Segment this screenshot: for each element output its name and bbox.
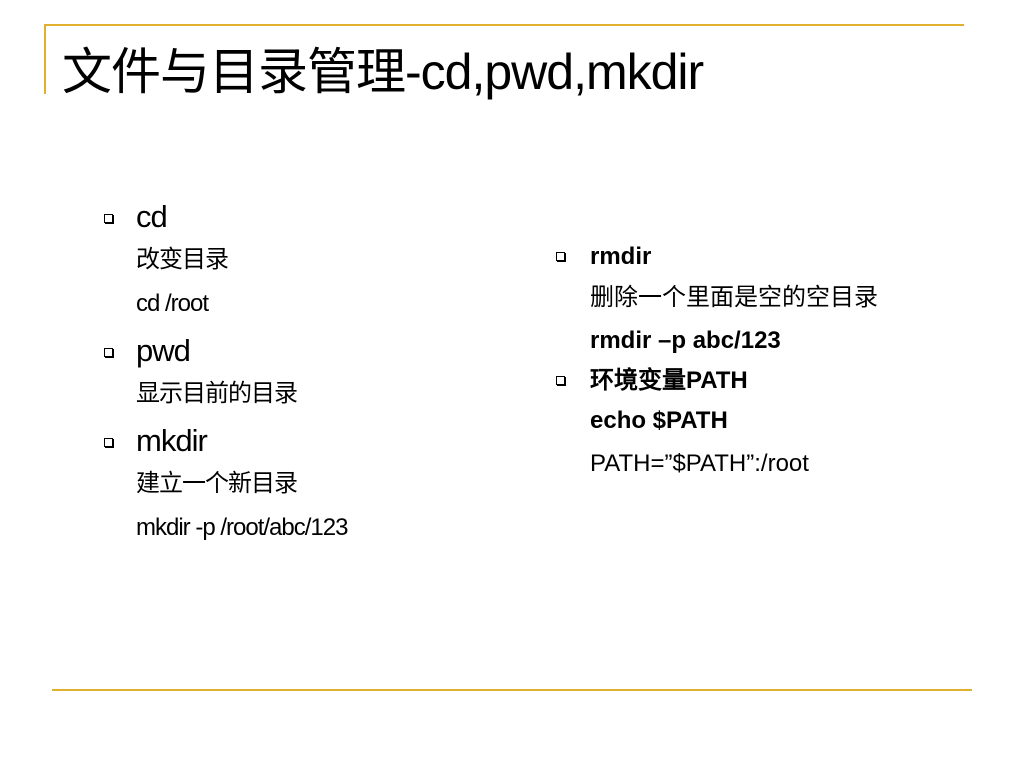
- list-item-mkdir: mkdir 建立一个新目录 mkdir -p /root/abc/123: [104, 420, 348, 550]
- square-bullet-icon: [104, 214, 113, 223]
- right-column: rmdir 删除一个里面是空的空目录 rmdir –p abc/123 环境变量…: [556, 238, 878, 486]
- top-frame-line: [44, 24, 964, 26]
- item-description: 建立一个新目录: [136, 470, 298, 497]
- bottom-divider-line: [52, 689, 972, 691]
- item-heading: mkdir: [136, 423, 208, 458]
- item-example: echo $PATH: [590, 407, 728, 434]
- square-bullet-icon: [104, 438, 113, 447]
- left-frame-line: [44, 24, 46, 94]
- item-example: rmdir –p abc/123: [590, 327, 781, 354]
- item-heading: 环境变量PATH: [590, 367, 748, 394]
- item-description: 删除一个里面是空的空目录: [590, 284, 878, 311]
- slide-title: 文件与目录管理-cd,pwd,mkdir: [62, 44, 704, 100]
- list-item-path: 环境变量PATH echo $PATH PATH=”$PATH”:/root: [556, 362, 878, 486]
- item-example: mkdir -p /root/abc/123: [136, 514, 348, 541]
- item-description: 显示目前的目录: [136, 380, 298, 407]
- item-heading: rmdir: [590, 243, 652, 270]
- item-description: 改变目录: [136, 246, 229, 273]
- item-heading: cd: [136, 199, 168, 234]
- item-example-2: PATH=”$PATH”:/root: [590, 450, 809, 477]
- item-example: cd /root: [136, 290, 209, 317]
- left-column: cd 改变目录 cd /root pwd 显示目前的目录 mkdir 建立一个新…: [104, 196, 348, 550]
- item-heading: pwd: [136, 333, 191, 368]
- square-bullet-icon: [556, 252, 565, 261]
- square-bullet-icon: [104, 348, 113, 357]
- list-item-pwd: pwd 显示目前的目录: [104, 330, 347, 416]
- square-bullet-icon: [556, 376, 565, 385]
- list-item-cd: cd 改变目录 cd /root: [104, 196, 347, 326]
- list-item-rmdir: rmdir 删除一个里面是空的空目录 rmdir –p abc/123: [556, 238, 878, 362]
